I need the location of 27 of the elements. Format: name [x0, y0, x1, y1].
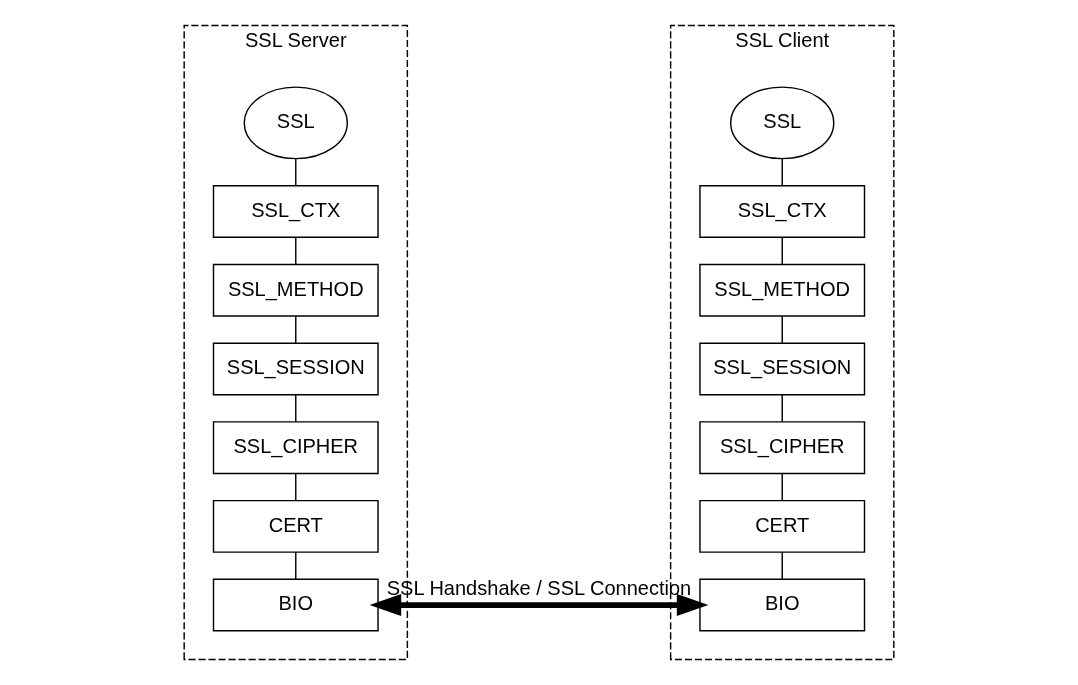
node-box: SSL_CTX — [212, 185, 379, 239]
connector — [781, 315, 783, 344]
node-box: SSL_METHOD — [699, 263, 866, 317]
connector — [295, 158, 297, 187]
connector — [295, 394, 297, 423]
node-box: SSL_SESSION — [212, 342, 379, 396]
node-box: SSL_CIPHER — [699, 421, 866, 475]
connector — [295, 236, 297, 266]
node-box: SSL_CIPHER — [212, 421, 379, 475]
connector — [781, 472, 783, 502]
connector — [295, 551, 297, 580]
connector — [295, 315, 297, 344]
connector — [781, 551, 783, 580]
node-box: CERT — [212, 499, 379, 553]
node-box: CERT — [699, 499, 866, 553]
node-box: SSL_SESSION — [699, 342, 866, 396]
node-box: SSL_METHOD — [212, 263, 379, 317]
node-box: BIO — [699, 578, 866, 632]
arrow — [369, 594, 709, 617]
connector — [295, 472, 297, 502]
connector — [781, 236, 783, 266]
node-ellipse: SSL — [730, 86, 835, 160]
node-box: SSL_CTX — [699, 185, 866, 239]
connector — [781, 158, 783, 187]
node-ellipse: SSL — [243, 86, 348, 160]
connector — [781, 394, 783, 423]
node-box: BIO — [212, 578, 379, 632]
